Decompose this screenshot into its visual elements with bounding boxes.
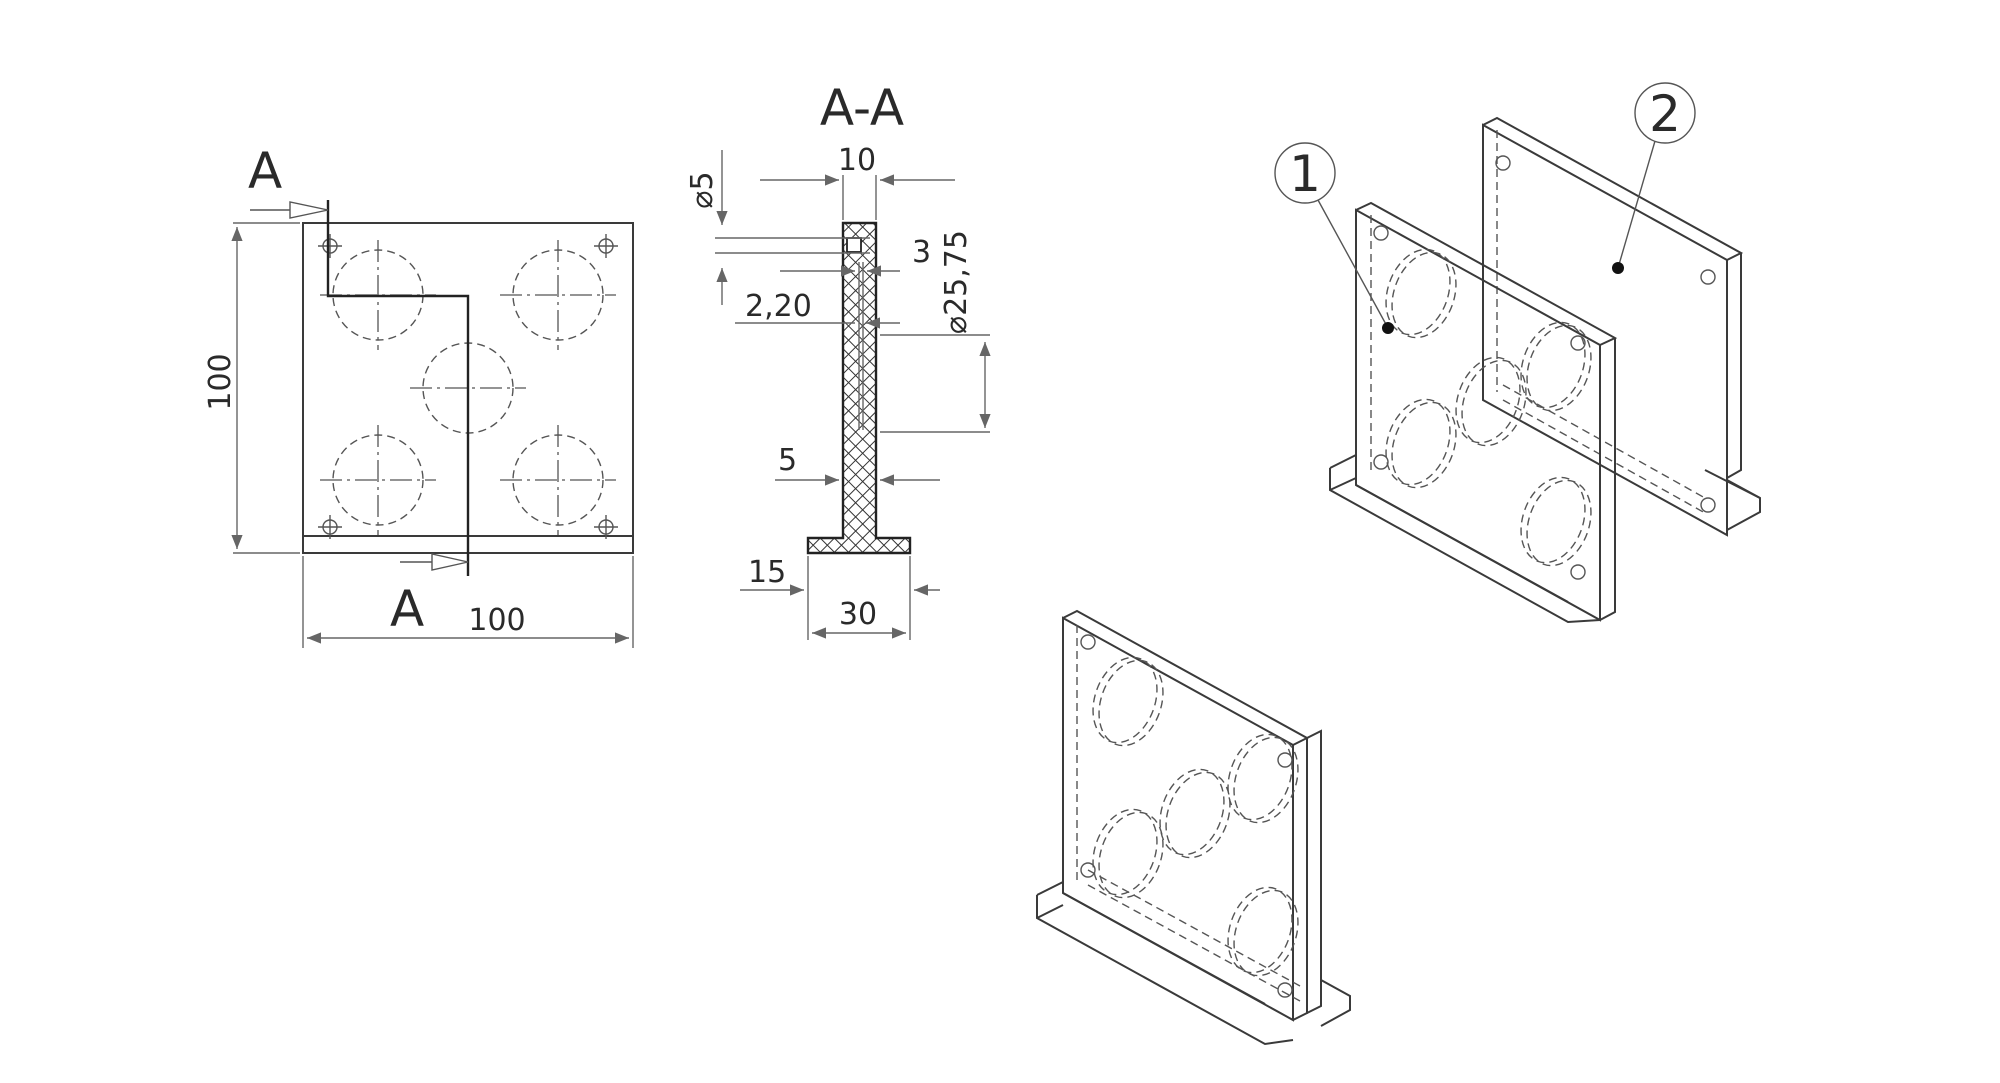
dim-offset: 2,20 [745, 289, 812, 324]
svg-text:1: 1 [1289, 145, 1321, 203]
callout-part-2: 2 [1612, 82, 1696, 274]
dim-plate-height: 100 [203, 353, 238, 410]
section-title: A-A [820, 79, 904, 137]
callout-part-1: 1 [1274, 142, 1394, 334]
section-arrow-bottom [400, 553, 469, 571]
small-hole-section [846, 237, 862, 253]
dim-top-thickness: 10 [838, 143, 876, 178]
dim-flange-half: 15 [748, 555, 786, 590]
dim-bore-dia: ⌀25,75 [939, 230, 974, 334]
assembled-isometric [1036, 609, 1351, 1046]
dim-plate-width: 100 [468, 603, 525, 638]
dim-hole-dia: ⌀5 [685, 171, 720, 208]
dim-flange: 30 [839, 597, 877, 632]
dim-web: 5 [778, 443, 797, 478]
section-mark-bottom: A [390, 580, 424, 638]
hole-top-right [500, 240, 616, 350]
corner-holes [318, 234, 618, 539]
part-2-plate [1482, 116, 1761, 537]
part-1-plate [1329, 201, 1618, 624]
front-view: A A 100 100 [203, 142, 634, 648]
exploded-isometric: 1 2 [1274, 82, 1761, 624]
section-view: A-A 10 ⌀5 3 2,20 ⌀25,75 5 [685, 79, 991, 640]
dim-slot: 3 [912, 235, 931, 270]
hole-bottom-right [500, 425, 616, 535]
section-mark-top: A [248, 142, 282, 200]
hole-bottom-left [320, 425, 436, 535]
section-arrow-top [250, 201, 329, 219]
svg-text:2: 2 [1649, 85, 1681, 143]
section-cut-line [326, 200, 470, 576]
